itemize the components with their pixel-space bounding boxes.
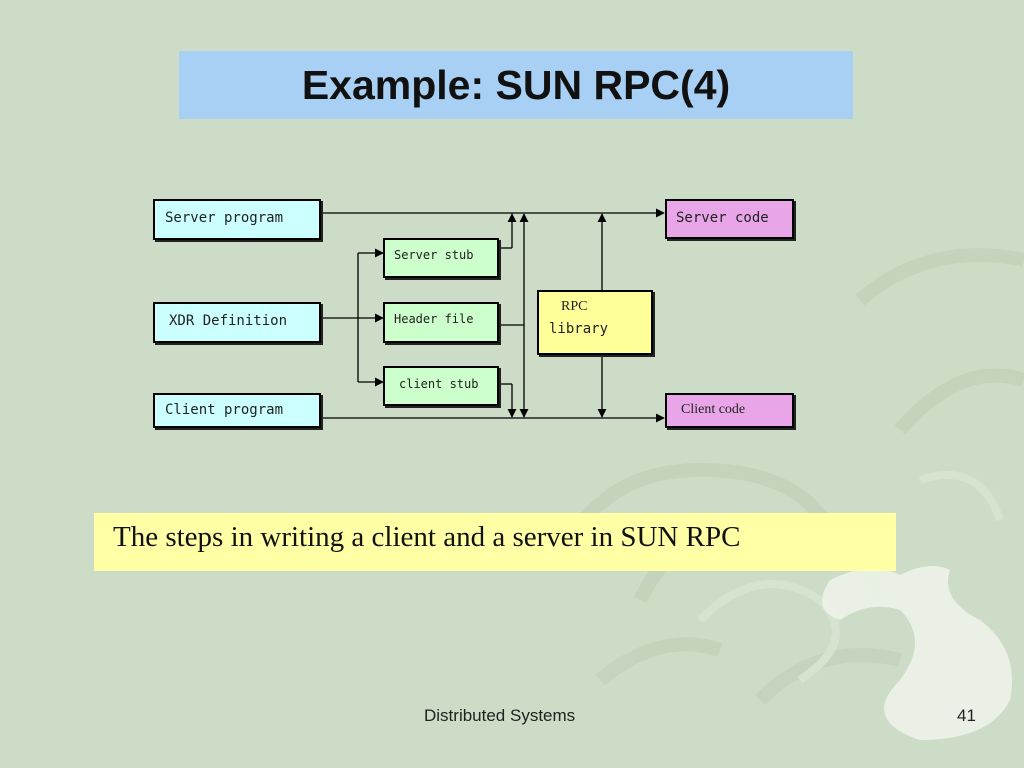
caption-text: The steps in writing a client and a serv…	[113, 521, 741, 553]
footer-title: Distributed Systems	[424, 706, 576, 725]
server-code-label: Server code	[676, 210, 769, 226]
dragon-motif	[822, 566, 1012, 740]
xdr-definition-label: XDR Definition	[169, 313, 288, 329]
header-file-label: Header file	[394, 312, 474, 326]
client-stub-box: client stub	[383, 366, 499, 406]
client-code-box: Client code	[665, 393, 794, 428]
server-program-label: Server program	[165, 210, 284, 226]
slide-title: Example: SUN RPC(4)	[301, 61, 731, 108]
server-stub-label: Server stub	[394, 248, 474, 262]
page-number: 41	[957, 706, 976, 725]
xdr-definition-box: XDR Definition	[153, 302, 321, 343]
client-stub-label: client stub	[399, 377, 479, 391]
header-file-box: Header file	[383, 302, 499, 343]
server-code-box: Server code	[665, 199, 794, 239]
client-program-box: Client program	[153, 393, 321, 428]
title-bar: Example: SUN RPC(4)	[179, 51, 853, 119]
server-stub-box: Server stub	[383, 238, 499, 278]
rpc-library-box: RPC library	[537, 290, 653, 355]
rpc-library-label-line1: RPC	[561, 299, 588, 314]
server-program-box: Server program	[153, 199, 321, 240]
client-code-label: Client code	[681, 402, 746, 417]
caption-box: The steps in writing a client and a serv…	[94, 513, 896, 571]
rpc-library-label-line2: library	[549, 321, 609, 337]
client-program-label: Client program	[165, 402, 284, 418]
